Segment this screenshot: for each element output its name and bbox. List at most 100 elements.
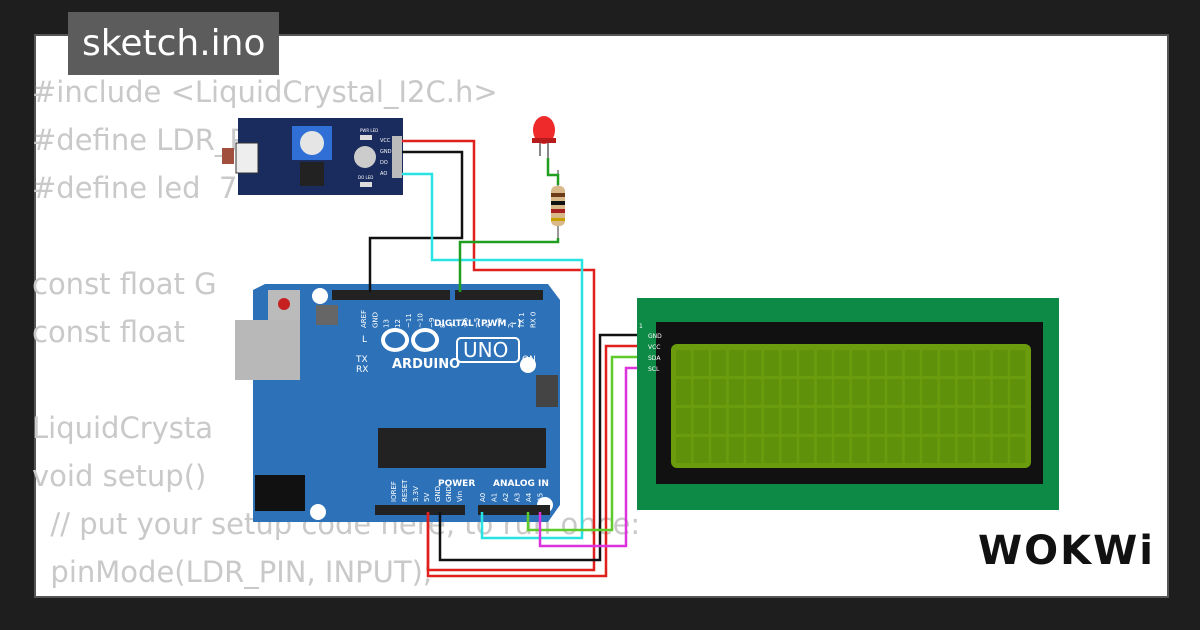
lcd-char-cell: [676, 437, 691, 463]
lcd-pin-label: GND: [648, 333, 662, 340]
lcd-char-cell: [816, 379, 832, 405]
red-led[interactable]: [532, 116, 556, 160]
power-pin-label: 3.3V: [412, 486, 420, 502]
wire-gnd: [368, 150, 464, 292]
lcd-char-cell: [904, 437, 920, 463]
lcd-char-cell: [746, 437, 762, 463]
lcd-char-cell: [922, 379, 938, 405]
arduino-model-text: UNO: [463, 338, 508, 362]
analog-pin-label: A5: [537, 493, 545, 502]
digital-pin-label: 4: [484, 323, 492, 328]
wire-led-anode: [546, 158, 560, 185]
wire-lcd-scl: [538, 366, 637, 548]
lcd-char-cell: [957, 437, 973, 463]
lcd-char-cell: [957, 408, 973, 434]
lcd-pin-label: SCL: [648, 366, 660, 373]
lcd-char-cell: [852, 437, 867, 463]
wires: [368, 139, 637, 578]
lcd-char-cell: [764, 408, 779, 434]
lcd-char-cell: [799, 437, 815, 463]
digital-header: DIGITAL (PWM ~): [434, 319, 521, 329]
lcd-char-cell: [1010, 379, 1026, 405]
digital-pin-label: 13: [383, 319, 391, 328]
lcd-char-cell: [852, 350, 867, 376]
lcd-char-cell: [957, 350, 973, 376]
analog-header: ANALOG IN: [493, 479, 549, 489]
lcd-char-cell: [940, 379, 955, 405]
lcd-char-cell: [940, 437, 955, 463]
digital-pin-label: ~10: [417, 313, 425, 328]
code-line: void setup(): [32, 459, 207, 493]
digital-pin-label: RX 0: [530, 312, 538, 328]
lcd-char-cell: [1010, 437, 1026, 463]
lcd-char-cell: [676, 379, 691, 405]
digital-pin-label: ~11: [405, 313, 413, 328]
lcd-pin-number: 1: [639, 323, 643, 330]
lcd-char-cell: [869, 437, 885, 463]
power-pin-label: GND: [434, 486, 442, 502]
lcd-char-cell: [711, 350, 727, 376]
digital-pin-label: ~9: [428, 318, 436, 328]
code-line: const float: [32, 315, 185, 349]
lcd-char-cell: [904, 379, 920, 405]
lcd-char-cell: [975, 408, 991, 434]
analog-pin-label: A4: [525, 492, 533, 502]
lcd-char-cell: [781, 350, 797, 376]
lcd-char-cell: [746, 379, 762, 405]
rx-label: RX: [356, 365, 368, 375]
lcd-char-cell: [711, 408, 727, 434]
code-line: LiquidCrysta: [32, 411, 214, 445]
lcd-char-cell: [799, 379, 815, 405]
lcd-char-cell: [711, 379, 727, 405]
power-pin-label: GND: [445, 486, 453, 502]
digital-pin-label: ~6: [462, 317, 470, 328]
lcd-char-cell: [1010, 350, 1026, 376]
wokwi-logo: WOKWi: [978, 528, 1155, 574]
code-line: const float G: [32, 267, 217, 301]
pwr-led-label: PWR LED: [360, 128, 378, 133]
lcd-char-cell: [940, 408, 955, 434]
on-label: ON: [522, 355, 536, 365]
ldr-pin-ao-label: AO: [380, 171, 387, 177]
digital-pin-label: AREF: [360, 310, 368, 328]
digital-pin-label: 12: [394, 319, 402, 328]
lcd-char-cell: [992, 379, 1008, 405]
lcd-char-cell: [746, 350, 762, 376]
arduino-uno-board[interactable]: ARDUINO UNO ON L TX RX DIGITAL (PWM ~) P…: [235, 284, 560, 522]
lcd-char-cell: [781, 408, 797, 434]
lcd-char-cell: [887, 379, 903, 405]
ldr-sensor-module[interactable]: VCC GND DO AO PWR LED DO LED: [222, 118, 403, 195]
wire-lcd-vcc: [426, 344, 637, 578]
lcd-char-cell: [764, 350, 779, 376]
lcd-char-cell: [834, 350, 850, 376]
digital-pin-label: GND: [371, 312, 379, 328]
lcd-char-cell: [834, 437, 850, 463]
analog-pin-label: A1: [491, 493, 499, 502]
power-pin-label: Vin: [456, 491, 464, 502]
lcd-char-cell: [799, 350, 815, 376]
lcd-char-cell: [887, 408, 903, 434]
lcd-char-cell: [992, 350, 1008, 376]
l-label: L: [362, 335, 367, 345]
arduino-brand-text: ARDUINO: [392, 357, 460, 372]
code-line: pinMode(LDR_PIN, INPUT);: [32, 555, 433, 589]
lcd-char-cell: [693, 350, 709, 376]
lcd-char-cell: [992, 437, 1008, 463]
code-line: #define led 7: [32, 171, 238, 205]
ldr-pin-vcc-label: VCC: [380, 138, 391, 144]
lcd-char-cell: [904, 350, 920, 376]
lcd-char-cell: [728, 437, 744, 463]
lcd-char-cell: [764, 379, 779, 405]
lcd-char-cell: [676, 408, 691, 434]
lcd-char-cell: [975, 379, 991, 405]
lcd-char-cell: [940, 350, 955, 376]
power-pin-label: RESET: [401, 479, 409, 502]
lcd-char-cell: [728, 350, 744, 376]
sketch-title: sketch.ino: [68, 12, 280, 75]
digital-pin-label: 7: [450, 324, 458, 328]
analog-pin-label: A2: [502, 493, 510, 502]
power-header: POWER: [438, 479, 475, 489]
lcd-char-cell: [922, 437, 938, 463]
wire-lcd-gnd: [438, 333, 637, 562]
